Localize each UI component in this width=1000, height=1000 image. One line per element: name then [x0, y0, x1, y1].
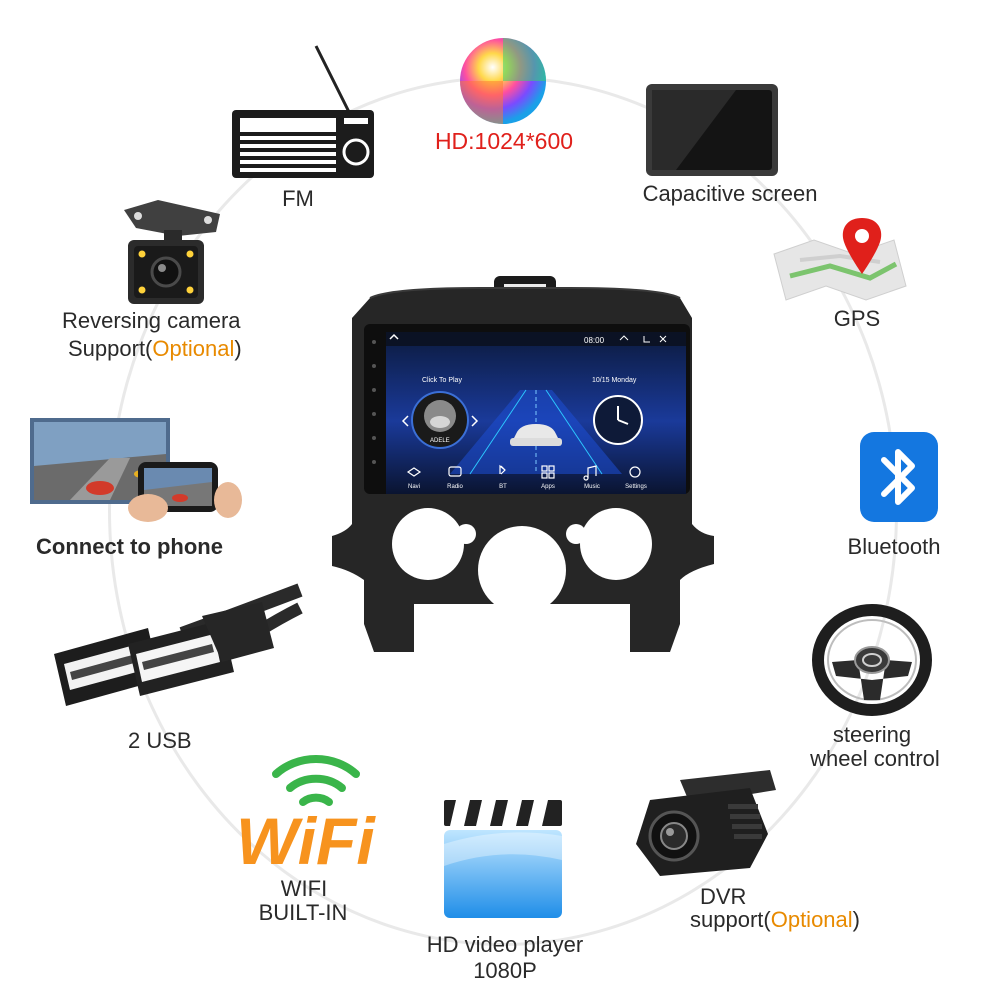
dvr-optional-text: Optional — [770, 907, 853, 932]
album-artist-text: ADELE — [430, 438, 450, 444]
usb-cable-icon — [54, 583, 303, 706]
screen-icon — [646, 84, 778, 176]
usb-label: 2 USB — [128, 728, 192, 753]
app-apps[interactable]: Apps — [541, 484, 555, 490]
fm-label: FM — [282, 186, 314, 211]
head-unit: 08:00 Click To Play 10/15 Monday ADELE N… — [332, 276, 714, 652]
wifi-label-line1: WIFI — [280, 876, 328, 901]
steering-label-line2: wheel control — [810, 746, 940, 771]
reversing-camera-label-line2: Support(Optional) — [68, 336, 242, 362]
app-radio[interactable]: Radio — [447, 484, 463, 490]
video-label-line1: HD video player — [426, 932, 584, 957]
dvr-label-line1: DVR — [700, 884, 747, 909]
steering-wheel-icon — [812, 604, 932, 716]
status-time: 08:00 — [584, 336, 605, 345]
app-music[interactable]: Music — [584, 484, 600, 490]
video-label-line2: 1080P — [473, 958, 537, 983]
color-ball-icon — [460, 38, 546, 124]
wifi-logo-text: WiFi — [236, 804, 376, 878]
wifi-label-line2: BUILT-IN — [258, 900, 348, 925]
gps-map-icon — [773, 218, 907, 301]
dvr-close-paren: ) — [852, 907, 860, 932]
date-text: 10/15 Monday — [592, 377, 637, 384]
bluetooth-label: Bluetooth — [847, 534, 941, 559]
hd-resolution-label: HD:1024*600 — [434, 128, 574, 154]
dvr-support-text: support( — [690, 907, 771, 932]
camera-optional-text: Optional — [152, 336, 235, 361]
app-navi[interactable]: Navi — [408, 484, 420, 490]
steering-label-line1: steering — [832, 722, 912, 747]
dvr-camera-icon — [636, 770, 776, 876]
video-clapper-icon — [444, 800, 562, 918]
dvr-label-line2: support(Optional) — [690, 907, 860, 933]
capacitive-screen-label: Capacitive screen — [642, 181, 818, 206]
camera-close-paren: ) — [234, 336, 242, 361]
bluetooth-icon — [860, 432, 938, 522]
phone-mirror-icon — [30, 418, 242, 522]
wifi-logo-icon: WiFi — [236, 755, 376, 878]
camera-support-text: Support( — [68, 336, 153, 361]
app-settings[interactable]: Settings — [625, 484, 647, 490]
connect-to-phone-label: Connect to phone — [36, 534, 223, 559]
reversing-camera-label-line1: Reversing camera — [62, 308, 241, 333]
app-bt[interactable]: BT — [499, 484, 507, 490]
radio-icon — [232, 45, 374, 178]
reversing-camera-icon — [124, 200, 220, 304]
click-to-play-text: Click To Play — [422, 377, 462, 384]
gps-label: GPS — [833, 306, 881, 331]
